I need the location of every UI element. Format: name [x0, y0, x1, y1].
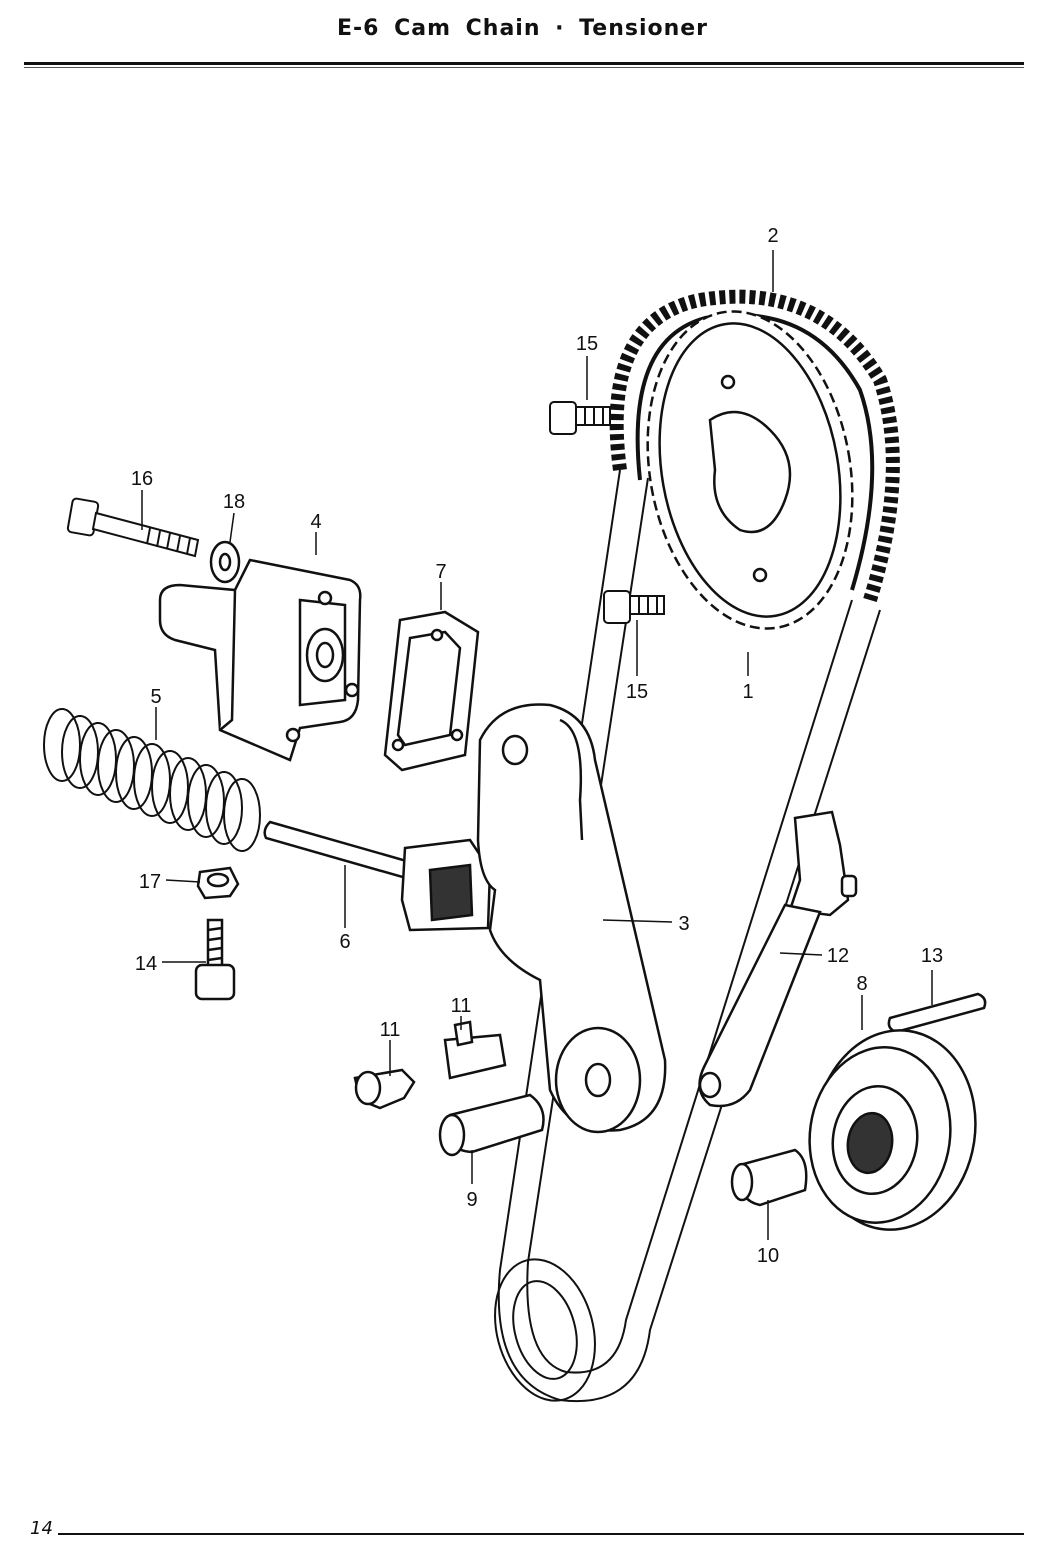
header-divider	[24, 62, 1024, 65]
callout-18: 18	[223, 491, 245, 513]
long-bolt-part-16	[66, 497, 200, 558]
callout-13: 13	[921, 945, 943, 967]
bushing-part-10	[730, 1148, 808, 1207]
stopper-part-11-left	[353, 1068, 416, 1110]
callout-9: 9	[466, 1189, 477, 1211]
callout-17: 17	[139, 871, 161, 893]
bolt-part-15-upper	[549, 401, 611, 435]
guide-bracket-part-12	[698, 810, 858, 1108]
callout-11-left: 11	[380, 1019, 401, 1041]
bolt-part-15-lower	[603, 590, 665, 624]
callout-labels: 1 2 3 4 5 6 7 8 9 10 11 11 12 13 14 15 1…	[131, 225, 943, 1267]
page-title: E-6 Cam Chain · Tensioner	[336, 16, 709, 41]
tensioner-housing-part-4	[158, 558, 362, 762]
screw-part-14	[194, 918, 236, 1001]
nut-part-17	[196, 866, 240, 900]
callout-6: 6	[339, 931, 350, 953]
callout-15-upper: 15	[576, 333, 598, 355]
spring-part-5	[43, 708, 261, 852]
callout-8: 8	[856, 973, 867, 995]
cam-chain-loop	[494, 469, 881, 1403]
pin-part-13	[887, 992, 987, 1034]
callout-10: 10	[757, 1245, 779, 1267]
cam-chain-links	[609, 289, 900, 603]
push-rod-part-6	[263, 820, 492, 932]
footer-divider	[58, 1533, 1024, 1535]
cam-sprocket	[646, 310, 854, 630]
callout-14: 14	[135, 953, 157, 975]
tensioner-arm-part-3	[476, 703, 667, 1134]
stopper-part-11-right	[443, 1020, 507, 1080]
callout-3: 3	[678, 913, 689, 935]
callout-15-lower: 15	[626, 681, 648, 703]
callout-5: 5	[150, 686, 161, 708]
callout-4: 4	[310, 511, 321, 533]
bushing-part-9	[438, 1093, 545, 1157]
callout-12: 12	[827, 945, 849, 967]
roller-part-8	[808, 1029, 977, 1231]
callout-1: 1	[742, 681, 753, 703]
callout-16: 16	[131, 468, 153, 490]
header-divider-thin	[24, 67, 1024, 68]
callout-leader-lines	[141, 250, 933, 1240]
callout-7: 7	[435, 561, 446, 583]
callout-2: 2	[767, 225, 778, 247]
gasket-part-7	[383, 610, 480, 772]
callout-11-right: 11	[451, 995, 472, 1017]
page-number: 14	[30, 1518, 53, 1539]
washer-part-18	[209, 540, 241, 584]
